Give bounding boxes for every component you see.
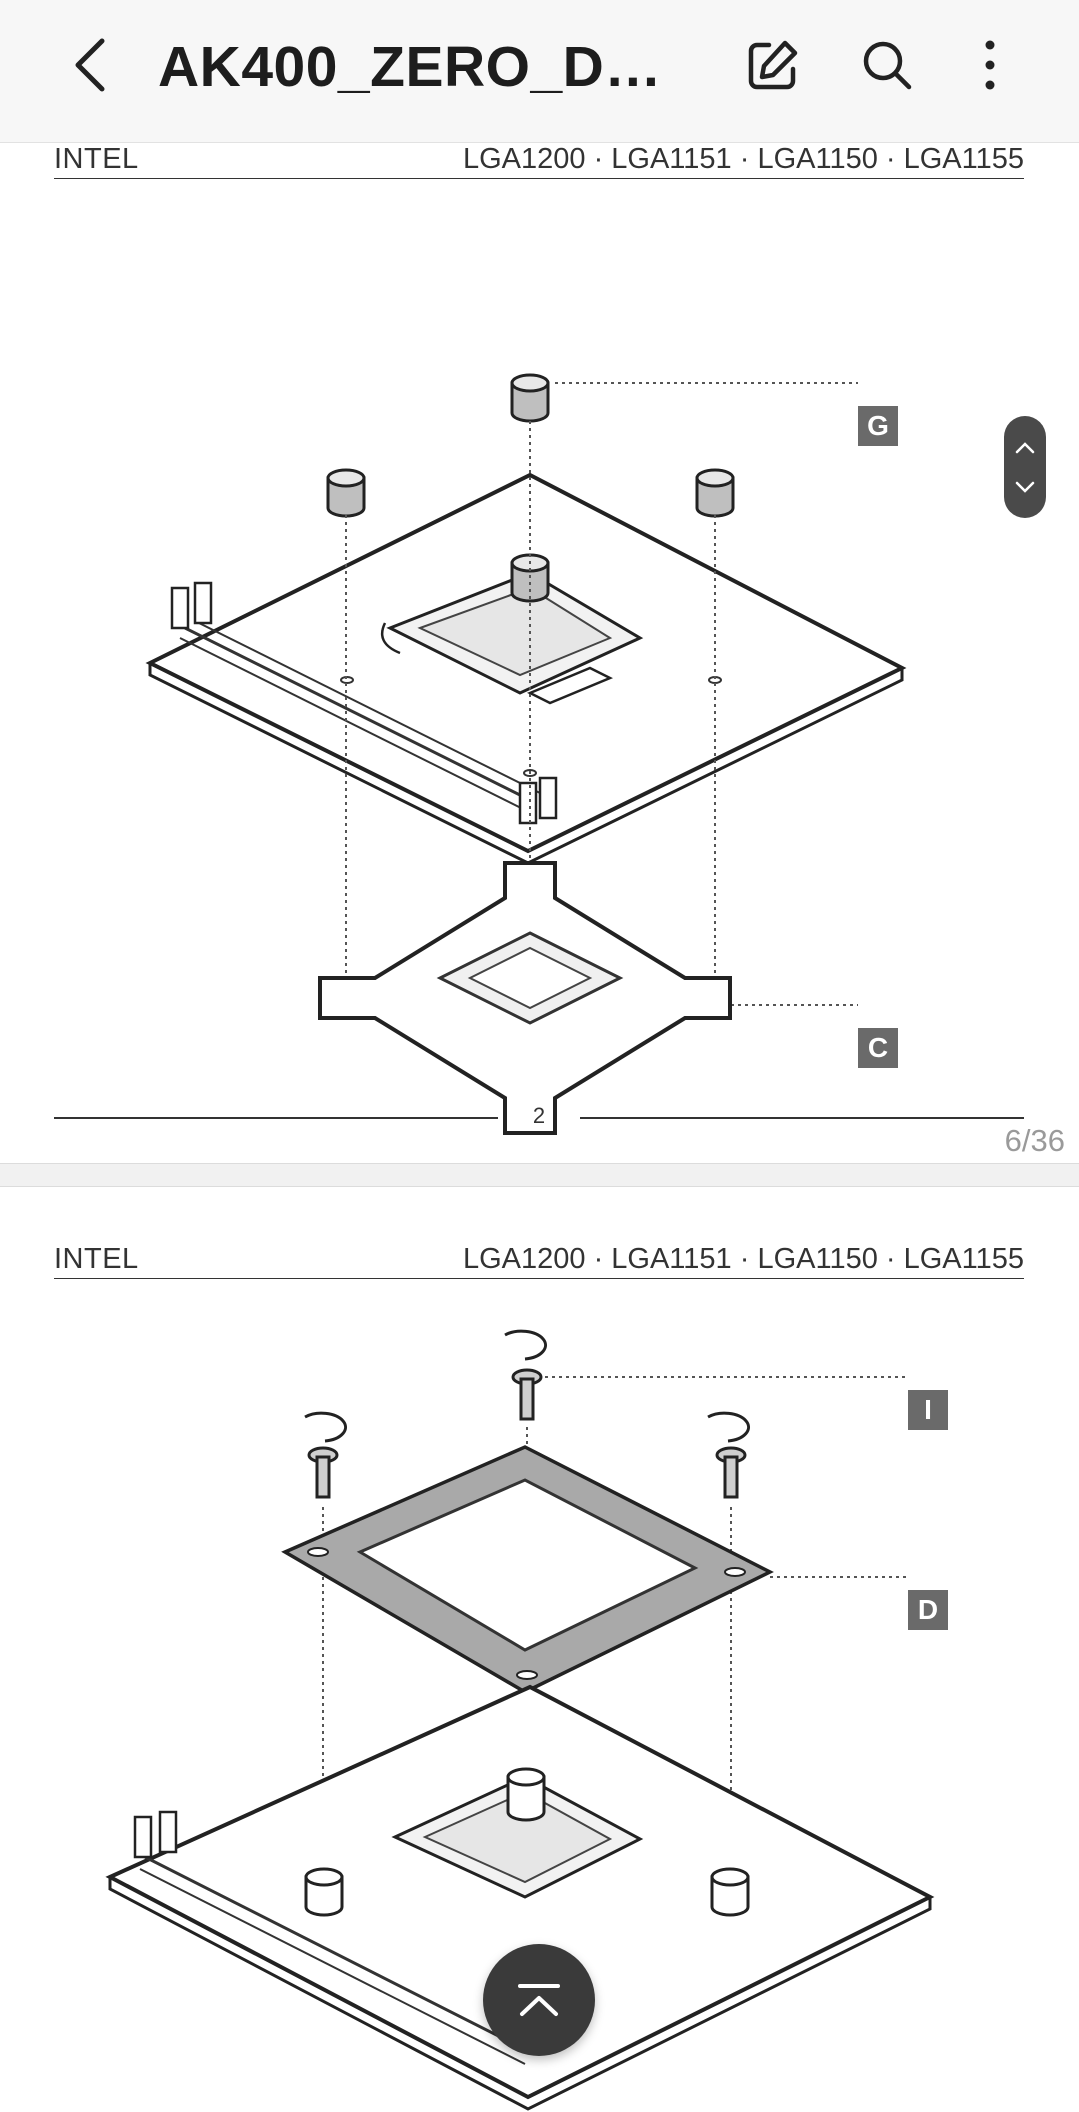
more-options-button[interactable]	[955, 30, 1025, 100]
chevron-down-icon	[1015, 481, 1035, 493]
fast-scroll-handle[interactable]	[1004, 416, 1046, 518]
installation-diagram	[105, 1329, 935, 2111]
manual-page: INTEL LGA1200 · LGA1151 · LGA1150 · LGA1…	[0, 143, 1079, 1163]
platform-label: INTEL	[54, 1243, 139, 1275]
installation-diagram	[145, 373, 907, 1135]
search-button[interactable]	[852, 30, 922, 100]
page-header: INTEL LGA1200 · LGA1151 · LGA1150 · LGA1…	[54, 143, 1024, 179]
edit-button[interactable]	[738, 30, 808, 100]
part-label-g: G	[858, 406, 898, 446]
search-icon	[863, 41, 912, 90]
page-separator	[0, 1163, 1079, 1187]
document-title: AK400_ZERO_DARK_PLUS_manual	[158, 35, 698, 99]
page-header: INTEL LGA1200 · LGA1151 · LGA1150 · LGA1…	[54, 1243, 1024, 1279]
part-label-i: I	[908, 1390, 948, 1430]
part-label-c: C	[858, 1028, 898, 1068]
page-indicator: 6/36	[1004, 1123, 1065, 1158]
footer-rule	[54, 1117, 498, 1119]
app-bar: AK400_ZERO_DARK_PLUS_manual	[0, 0, 1079, 143]
socket-list: LGA1200 · LGA1151 · LGA1150 · LGA1155	[462, 1243, 1024, 1275]
page-number: 2	[532, 1103, 546, 1128]
arrow-to-top-icon	[518, 1984, 560, 2016]
page-footer: 2	[54, 1103, 1024, 1133]
platform-label: INTEL	[54, 143, 139, 175]
scroll-to-top-button[interactable]	[483, 1944, 595, 2056]
more-vert-icon	[985, 40, 995, 90]
part-label-d: D	[908, 1590, 948, 1630]
chevron-left-icon	[75, 38, 105, 92]
edit-icon	[748, 40, 798, 90]
socket-list: LGA1200 · LGA1151 · LGA1150 · LGA1155	[462, 143, 1024, 175]
back-button[interactable]	[60, 30, 120, 100]
chevron-up-icon	[1015, 441, 1035, 453]
footer-rule	[580, 1117, 1024, 1119]
